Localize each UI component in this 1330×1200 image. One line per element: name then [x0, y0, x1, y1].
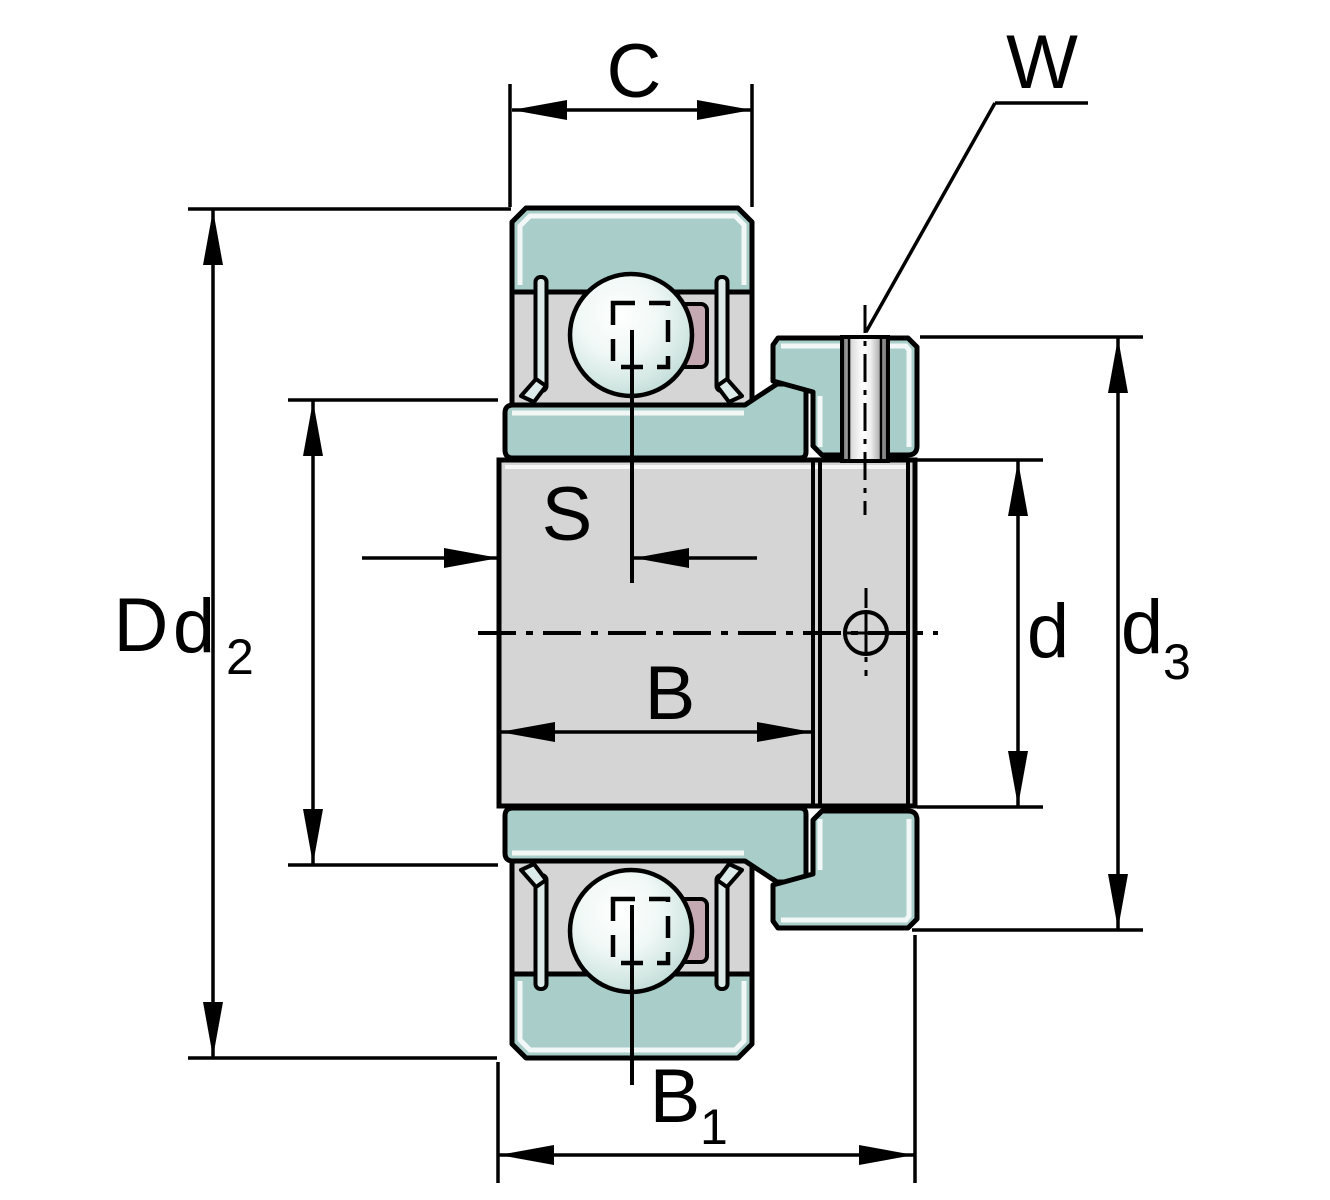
dimension-B: B — [500, 651, 812, 742]
seal-top-right — [714, 275, 744, 404]
dim-label-B1-sub: 1 — [700, 1099, 728, 1155]
dim-label-W: W — [1006, 20, 1078, 105]
dimension-S: S — [362, 472, 757, 568]
dimension-D: D — [114, 207, 511, 1060]
dim-label-d3-sub: 3 — [1163, 634, 1191, 690]
bearing-cross-section — [478, 205, 938, 1085]
dim-label-C: C — [607, 29, 662, 114]
dim-label-d3: d — [1121, 585, 1163, 670]
dimension-B1: B 1 — [496, 935, 917, 1183]
locking-collar-bottom-highlight — [781, 819, 912, 923]
dimension-annotations: C W D d 2 — [114, 20, 1191, 1183]
dim-label-B: B — [645, 651, 696, 736]
dimension-d: d — [917, 458, 1069, 809]
dim-label-d: d — [1027, 589, 1069, 674]
dimension-W: W — [864, 20, 1088, 333]
dim-label-D: D — [114, 583, 169, 668]
dimension-C: C — [508, 29, 754, 207]
seal-bottom-left — [519, 862, 549, 991]
dimension-d3: d 3 — [912, 335, 1191, 932]
dim-label-S: S — [542, 472, 593, 557]
outer-ring-top-highlight — [517, 213, 747, 285]
dim-label-B1: B — [650, 1054, 701, 1139]
cage-section-top — [610, 300, 671, 370]
seal-top-left — [519, 275, 549, 404]
locking-collar-bottom — [770, 808, 920, 931]
grub-screw — [840, 305, 890, 515]
dim-label-d2: d — [173, 584, 215, 669]
seal-bottom-right — [714, 862, 744, 991]
outer-ring-top — [509, 205, 755, 295]
dim-label-d2-sub: 2 — [226, 629, 254, 685]
dimension-d2: d 2 — [173, 398, 498, 867]
cage-section-bottom — [610, 896, 671, 966]
